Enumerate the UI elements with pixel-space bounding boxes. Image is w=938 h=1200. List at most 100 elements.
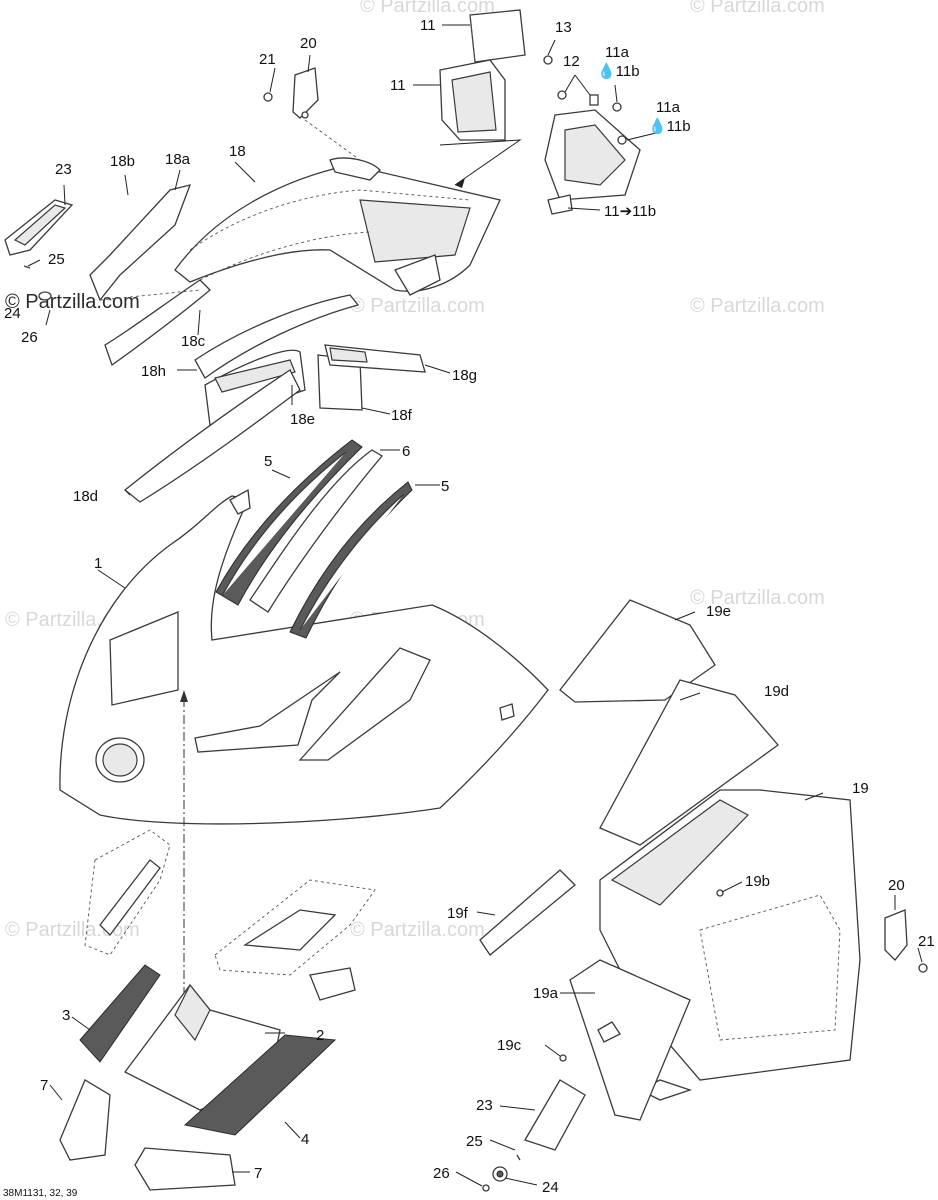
callout-18h: 18h — [141, 363, 166, 380]
callout-18d: 18d — [73, 488, 98, 505]
diagram-code: 38M1131, 32, 39 — [3, 1188, 78, 1199]
watermark-text: © Partzilla.com — [690, 0, 825, 17]
part-24-grommet-bottom — [492, 1166, 508, 1182]
callout-1: 1 — [94, 555, 102, 572]
part-3-grille — [79, 964, 161, 1063]
callout-26: 26 — [21, 329, 38, 346]
callout-4: 4 — [301, 1131, 309, 1148]
part-6-trim — [249, 449, 383, 613]
callout-18g: 18g — [452, 367, 477, 384]
callout-19e: 19e — [706, 603, 731, 620]
part-7-cap-left — [59, 1079, 111, 1161]
part-7-cap-bottom — [134, 1147, 236, 1191]
callout-25: 25 — [466, 1133, 483, 1150]
callout-19f: 19f — [447, 905, 469, 922]
part-19d-panel — [599, 679, 779, 846]
callout-18b: 18b — [110, 153, 135, 170]
callout-7: 7 — [40, 1077, 48, 1094]
callout-19c: 19c — [497, 1037, 522, 1054]
part-11a-nut-2 — [617, 135, 627, 145]
callout-11b: 💧11b — [597, 62, 640, 80]
callout-labels: 1 2 3 4 5 5 6 7 7 11 11 11➔11b 11a 💧11b … — [4, 17, 935, 1196]
part-5-vent-left — [215, 439, 363, 606]
callout-3: 3 — [62, 1007, 70, 1024]
callout-18: 18 — [229, 143, 246, 160]
part-18d-panel — [123, 369, 301, 503]
watermark-text-dark: © Partzilla.com — [5, 291, 140, 313]
callout-19d: 19d — [764, 683, 789, 700]
part-24-washer-top — [38, 291, 52, 301]
callout-11b: 💧11b — [648, 117, 691, 135]
part-21-screw-top — [263, 92, 273, 102]
watermark-text: © Partzilla.com — [350, 295, 485, 317]
part-small-bracket — [309, 967, 356, 1001]
part-18-upper-fairing — [174, 157, 501, 296]
part-18h-strip — [194, 294, 360, 379]
guide-11-assembly — [439, 139, 522, 188]
callout-18a: 18a — [165, 151, 191, 168]
watermark-text: © Partzilla.com — [350, 919, 485, 941]
callout-24: 24 — [4, 305, 21, 322]
callout-2: 2 — [316, 1027, 324, 1044]
callout-19: 19 — [852, 780, 869, 797]
part-20-latch-right — [884, 909, 908, 961]
callout-23: 23 — [476, 1097, 493, 1114]
callout-5: 5 — [264, 453, 272, 470]
callout-19a: 19a — [533, 985, 559, 1002]
part-11-upper-bracket — [469, 9, 526, 63]
callout-11: 11 — [390, 77, 406, 94]
part-4-grille — [183, 1034, 337, 1136]
part-19f-strip — [479, 869, 576, 956]
callout-20: 20 — [888, 877, 905, 894]
callout-18f: 18f — [391, 407, 413, 424]
part-23-handle-bottom — [524, 1079, 586, 1151]
part-19c-clip — [559, 1054, 567, 1062]
guide-20-top — [304, 119, 361, 161]
part-grille-frame-upper — [84, 829, 171, 956]
part-5-vent-right — [289, 481, 413, 639]
callout-21: 21 — [918, 933, 935, 950]
callout-19b: 19b — [745, 873, 770, 890]
callout-13: 13 — [555, 19, 572, 36]
part-23-handle-top — [4, 199, 74, 256]
watermark-text: © Partzilla.com — [360, 0, 495, 17]
part-19e-panel — [559, 599, 716, 703]
part-25-pin-bottom — [516, 1154, 521, 1161]
watermark-text: © Partzilla.com — [690, 295, 825, 317]
part-vent-housing-center — [214, 879, 376, 976]
part-18g-panel — [324, 344, 426, 373]
callout-23: 23 — [55, 161, 72, 178]
part-11-11b-headlight — [544, 109, 641, 215]
part-19a-panel — [569, 959, 691, 1121]
callout-18c: 18c — [181, 333, 206, 350]
callout-11a: 11a — [656, 99, 681, 116]
part-11-lens — [439, 59, 506, 141]
callout-6: 6 — [402, 443, 410, 460]
part-18a-side-piece — [89, 184, 211, 367]
part-1-hood-panel — [59, 488, 549, 825]
callout-5: 5 — [441, 478, 449, 495]
part-13-screw — [543, 55, 553, 65]
callout-11a: 11a — [605, 44, 630, 61]
assembly-guide-arrow — [180, 690, 188, 1030]
callout-20: 20 — [300, 35, 317, 52]
part-21-screw-right — [918, 963, 928, 973]
callout-18e: 18e — [290, 411, 315, 428]
callout-21: 21 — [259, 51, 276, 68]
callout-25: 25 — [48, 251, 65, 268]
leader-lines — [27, 24, 923, 1187]
part-19b-clip — [716, 889, 724, 897]
callout-11-range: 11➔11b — [604, 203, 656, 220]
watermark-text: © Partzilla.com — [690, 587, 825, 609]
part-25-pin-top — [23, 265, 31, 269]
part-11a-nut-1 — [612, 102, 622, 112]
part-26-rivet-bottom — [482, 1184, 490, 1192]
callout-12: 12 — [563, 53, 580, 70]
part-20-latch-top — [292, 67, 319, 119]
callout-11: 11 — [420, 17, 436, 34]
callout-7: 7 — [254, 1165, 262, 1182]
part-12-screws — [557, 90, 599, 106]
callout-26: 26 — [433, 1165, 450, 1182]
